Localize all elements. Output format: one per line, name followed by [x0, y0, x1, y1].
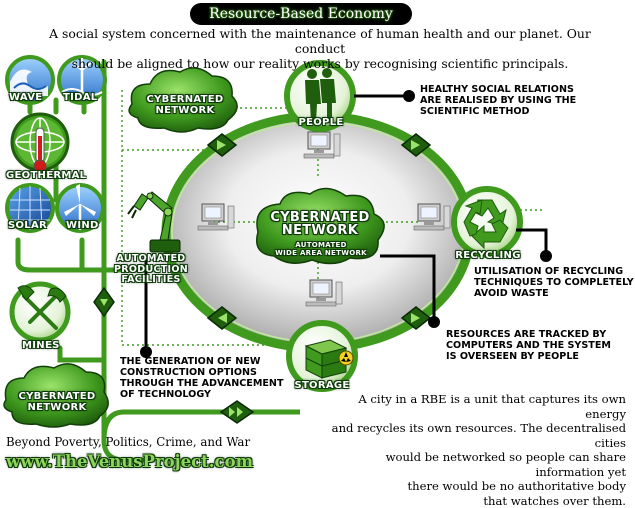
people-note-line-2: ARE REALISED BY USING THE	[420, 95, 576, 106]
automated-line-1: AUTOMATED	[112, 254, 190, 265]
city-line-2: and recycles its own resources. The dece…	[330, 421, 626, 450]
center-cloud-label: CYBERNATED NETWORK	[258, 211, 382, 237]
recycling-note: UTILISATION OF RECYCLING TECHNIQUES TO C…	[474, 266, 634, 299]
recycling-label: RECYCLING	[452, 250, 524, 261]
center-cloud-sub-1: AUTOMATED	[268, 241, 374, 249]
geothermal-label: GEOTHERMAL	[6, 170, 86, 181]
intro-line-1: A social system concerned with the maint…	[30, 26, 610, 56]
automated-label: AUTOMATED PRODUCTION FACILITIES	[112, 254, 190, 286]
geothermal-icon	[12, 114, 68, 172]
title-banner: Resource-Based Economy	[190, 3, 412, 25]
top-cloud-line-2: NETWORK	[138, 105, 232, 116]
tidal-label: TIDAL	[63, 92, 97, 103]
bottom-cloud-line-1: CYBERNATED	[10, 391, 104, 402]
intro-line-2: should be aligned to how our reality wor…	[30, 56, 610, 71]
city-line-3: would be networked so people can share i…	[330, 450, 626, 479]
wind-label: WIND	[66, 220, 99, 231]
center-cloud-sublabel: AUTOMATED WIDE AREA NETWORK	[268, 241, 374, 257]
resources-note-line-2: COMPUTERS AND THE SYSTEM	[446, 340, 611, 351]
people-note-line-1: HEALTHY SOCIAL RELATIONS	[420, 84, 576, 95]
resources-note-line-3: IS OVERSEEN BY PEOPLE	[446, 351, 611, 362]
intro-text: A social system concerned with the maint…	[30, 26, 610, 71]
people-label: PEOPLE	[290, 117, 352, 128]
city-line-4: there would be no authoritative body	[330, 479, 626, 494]
center-cloud-sub-2: WIDE AREA NETWORK	[268, 249, 374, 257]
wave-label: WAVE	[9, 92, 42, 103]
bottom-cloud-line-2: NETWORK	[10, 402, 104, 413]
top-cloud-label: CYBERNATED NETWORK	[138, 94, 232, 116]
city-line-5: that watches over them.	[330, 494, 626, 508]
site-url[interactable]: www.TheVenusProject.com	[6, 452, 253, 471]
resources-note: RESOURCES ARE TRACKED BY COMPUTERS AND T…	[446, 329, 611, 362]
recycling-note-line-2: TECHNIQUES TO COMPLETELY	[474, 277, 634, 288]
mines-icon	[12, 284, 68, 340]
city-description: A city in a RBE is a unit that captures …	[330, 392, 626, 508]
mines-label: MINES	[22, 340, 60, 351]
recycling-note-line-1: UTILISATION OF RECYCLING	[474, 266, 634, 277]
automated-line-3: FACILITIES	[112, 275, 190, 286]
storage-label: STORAGE	[288, 380, 356, 391]
construction-note-line-4: OF TECHNOLOGY	[120, 389, 284, 400]
recycling-node	[454, 189, 520, 255]
city-line-1: A city in a RBE is a unit that captures …	[330, 392, 626, 421]
top-cloud-line-1: CYBERNATED	[138, 94, 232, 105]
tagline: Beyond Poverty, Politics, Crime, and War	[6, 435, 250, 450]
computer-icon	[414, 204, 450, 230]
construction-note-line-3: THROUGH THE ADVANCEMENT	[120, 378, 284, 389]
computer-icon	[304, 132, 340, 158]
people-note-line-3: SCIENTIFIC METHOD	[420, 106, 576, 117]
page-title: Resource-Based Economy	[209, 6, 393, 22]
computer-icon	[198, 204, 234, 230]
bottom-cloud-label: CYBERNATED NETWORK	[10, 391, 104, 413]
construction-note-line-1: THE GENERATION OF NEW	[120, 356, 284, 367]
construction-note-line-2: CONSTRUCTION OPTIONS	[120, 367, 284, 378]
recycling-note-line-3: AVOID WASTE	[474, 288, 634, 299]
resources-note-line-1: RESOURCES ARE TRACKED BY	[446, 329, 611, 340]
people-note: HEALTHY SOCIAL RELATIONS ARE REALISED BY…	[420, 84, 576, 117]
solar-label: SOLAR	[8, 220, 47, 231]
computer-icon	[306, 280, 342, 306]
center-cloud-line-2: NETWORK	[258, 224, 382, 237]
construction-note: THE GENERATION OF NEW CONSTRUCTION OPTIO…	[120, 356, 284, 400]
